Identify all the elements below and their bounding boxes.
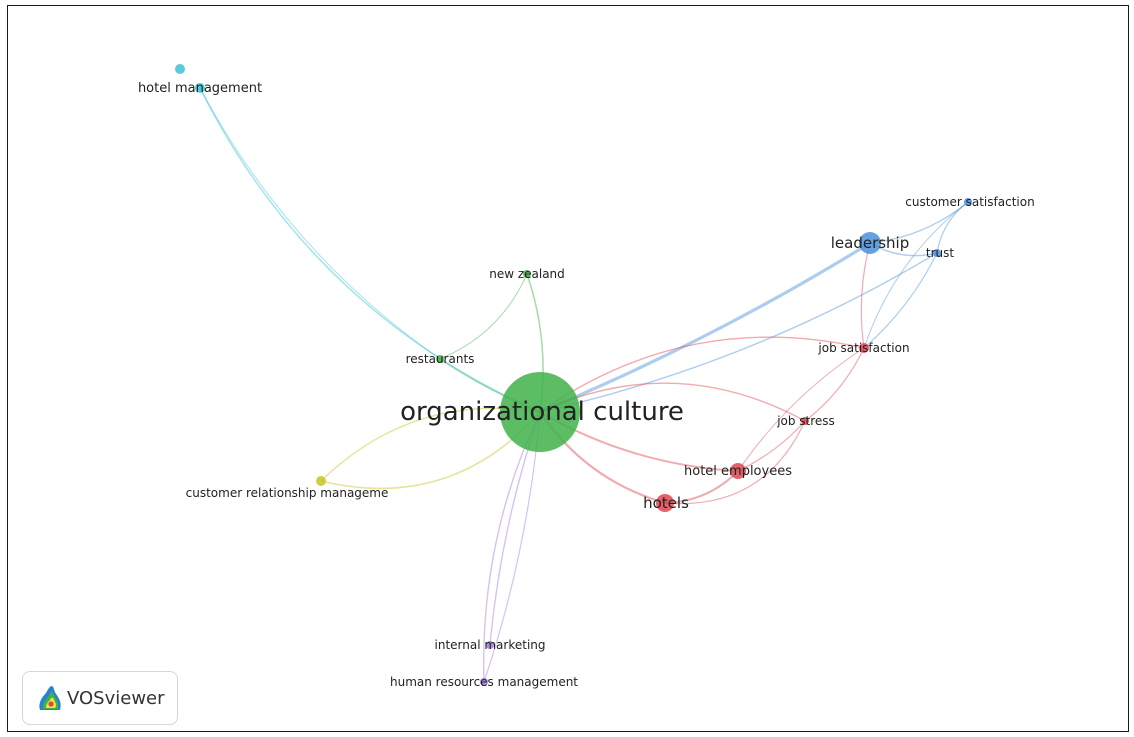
app-name: VOSviewer (67, 687, 165, 709)
node-internal-marketing[interactable] (486, 641, 494, 649)
label-new-zealand[interactable]: new zealand (489, 267, 565, 281)
label-hotels[interactable]: hotels (643, 494, 689, 512)
link-hotel-management-restaurants (199, 87, 441, 360)
link-leadership-customer-satisfaction (869, 201, 969, 244)
node-hotel-management[interactable] (195, 83, 205, 93)
label-job-stress[interactable]: job stress (776, 414, 835, 428)
link-leadership-job-satisfaction (860, 242, 871, 349)
vosviewer-logo-icon (39, 686, 61, 710)
node-restaurants[interactable] (436, 355, 444, 363)
link-organizational-culture-hotel-management (199, 87, 541, 413)
network-links (199, 87, 969, 683)
link-customer-satisfaction-job-satisfaction (863, 201, 969, 349)
label-restaurants[interactable]: restaurants (406, 352, 475, 366)
link-organizational-culture-leadership (539, 241, 871, 414)
label-customer-satisfaction[interactable]: customer satisfaction (905, 195, 1034, 209)
label-human-resources-management[interactable]: human resources management (390, 675, 578, 689)
link-new-zealand-restaurants (439, 273, 528, 360)
network-nodes (175, 64, 972, 686)
link-job-stress-hotel-employees (737, 420, 806, 472)
label-trust[interactable]: trust (926, 246, 954, 260)
node-new-zealand[interactable] (523, 270, 531, 278)
link-trust-customer-satisfaction (936, 201, 969, 254)
node-hotels[interactable] (656, 494, 674, 512)
link-organizational-culture-job-satisfaction (539, 336, 865, 413)
link-organizational-culture-trust (539, 252, 938, 413)
link-job-satisfaction-hotel-employees (737, 347, 865, 472)
label-leadership[interactable]: leadership (831, 234, 910, 252)
node-customer-satisfaction[interactable] (964, 198, 972, 206)
link-trust-job-satisfaction (863, 252, 938, 349)
node-leadership[interactable] (859, 232, 881, 254)
node-organizational-culture[interactable] (500, 372, 580, 452)
network-labels: organizational culture new zealand restaur… (138, 81, 1035, 689)
link-job-satisfaction-job-stress (804, 347, 865, 422)
label-internal-marketing[interactable]: internal marketing (435, 638, 546, 652)
hotel-management-satellite-node[interactable] (175, 64, 185, 74)
node-hotel-employees[interactable] (730, 463, 746, 479)
label-job-satisfaction[interactable]: job satisfaction (817, 341, 909, 355)
node-job-satisfaction[interactable] (859, 343, 869, 353)
label-organizational-culture[interactable]: organizational culture (400, 397, 684, 427)
node-job-stress[interactable] (801, 417, 809, 425)
label-hotel-management[interactable]: hotel management (138, 81, 262, 96)
label-hotel-employees[interactable]: hotel employees (684, 464, 792, 479)
network-canvas[interactable] (7, 5, 1129, 732)
vosviewer-logo-badge: VOSviewer (22, 671, 178, 725)
link-hotels-job-stress (664, 420, 806, 505)
node-trust[interactable] (933, 249, 941, 257)
label-customer-relationship-management[interactable]: customer relationship manageme (186, 486, 389, 500)
node-customer-relationship-management[interactable] (316, 476, 326, 486)
node-human-resources-management[interactable] (480, 678, 488, 686)
